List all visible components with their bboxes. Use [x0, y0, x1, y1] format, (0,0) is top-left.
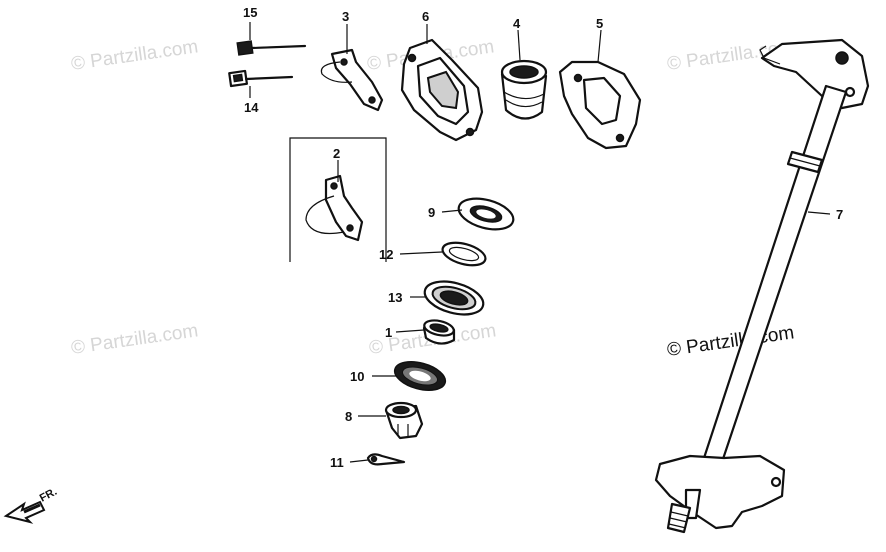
callout-1: 1	[385, 325, 392, 340]
watermark-1: © Partzilla.com	[70, 36, 200, 75]
callout-3: 3	[342, 9, 349, 24]
callout-2: 2	[333, 146, 340, 161]
front-direction-indicator: FR.	[3, 486, 59, 524]
part-11-cotter-pin	[366, 453, 406, 466]
leader-lines	[249, 22, 831, 463]
callout-labels: 15 14 3 6 4 5 2 9 12 13 1 10 8 11 7	[243, 5, 843, 470]
part-15-bolt	[236, 40, 307, 56]
callout-8: 8	[345, 409, 352, 424]
callout-12: 12	[379, 247, 393, 262]
part-8-castle-nut	[384, 401, 424, 440]
callout-14: 14	[244, 100, 259, 115]
part-3-bracket	[320, 48, 384, 112]
part-1-bushing	[422, 319, 456, 345]
watermark-prominent: © Partzilla.com	[666, 322, 796, 361]
callout-6: 6	[422, 9, 429, 24]
callout-4: 4	[513, 16, 521, 31]
part-6-upper-holder	[400, 38, 484, 142]
part-14-bolt	[228, 69, 294, 88]
part-9-oil-seal	[457, 197, 515, 231]
callout-9: 9	[428, 205, 435, 220]
part-7-steering-shaft	[654, 38, 870, 534]
callout-13: 13	[388, 290, 402, 305]
part-10-dust-seal	[393, 361, 447, 391]
callout-5: 5	[596, 16, 603, 31]
part-13-bearing	[423, 280, 485, 316]
callout-7: 7	[836, 207, 843, 222]
watermark-4: © Partzilla.com	[70, 320, 200, 359]
callout-10: 10	[350, 369, 364, 384]
front-direction-label: FR.	[38, 486, 59, 505]
part-4-collar	[500, 59, 548, 120]
part-2-inset	[289, 137, 387, 262]
callout-11: 11	[330, 455, 344, 470]
callout-15: 15	[243, 5, 257, 20]
part-12-ring	[441, 241, 487, 267]
part-5-lower-holder	[558, 60, 642, 150]
